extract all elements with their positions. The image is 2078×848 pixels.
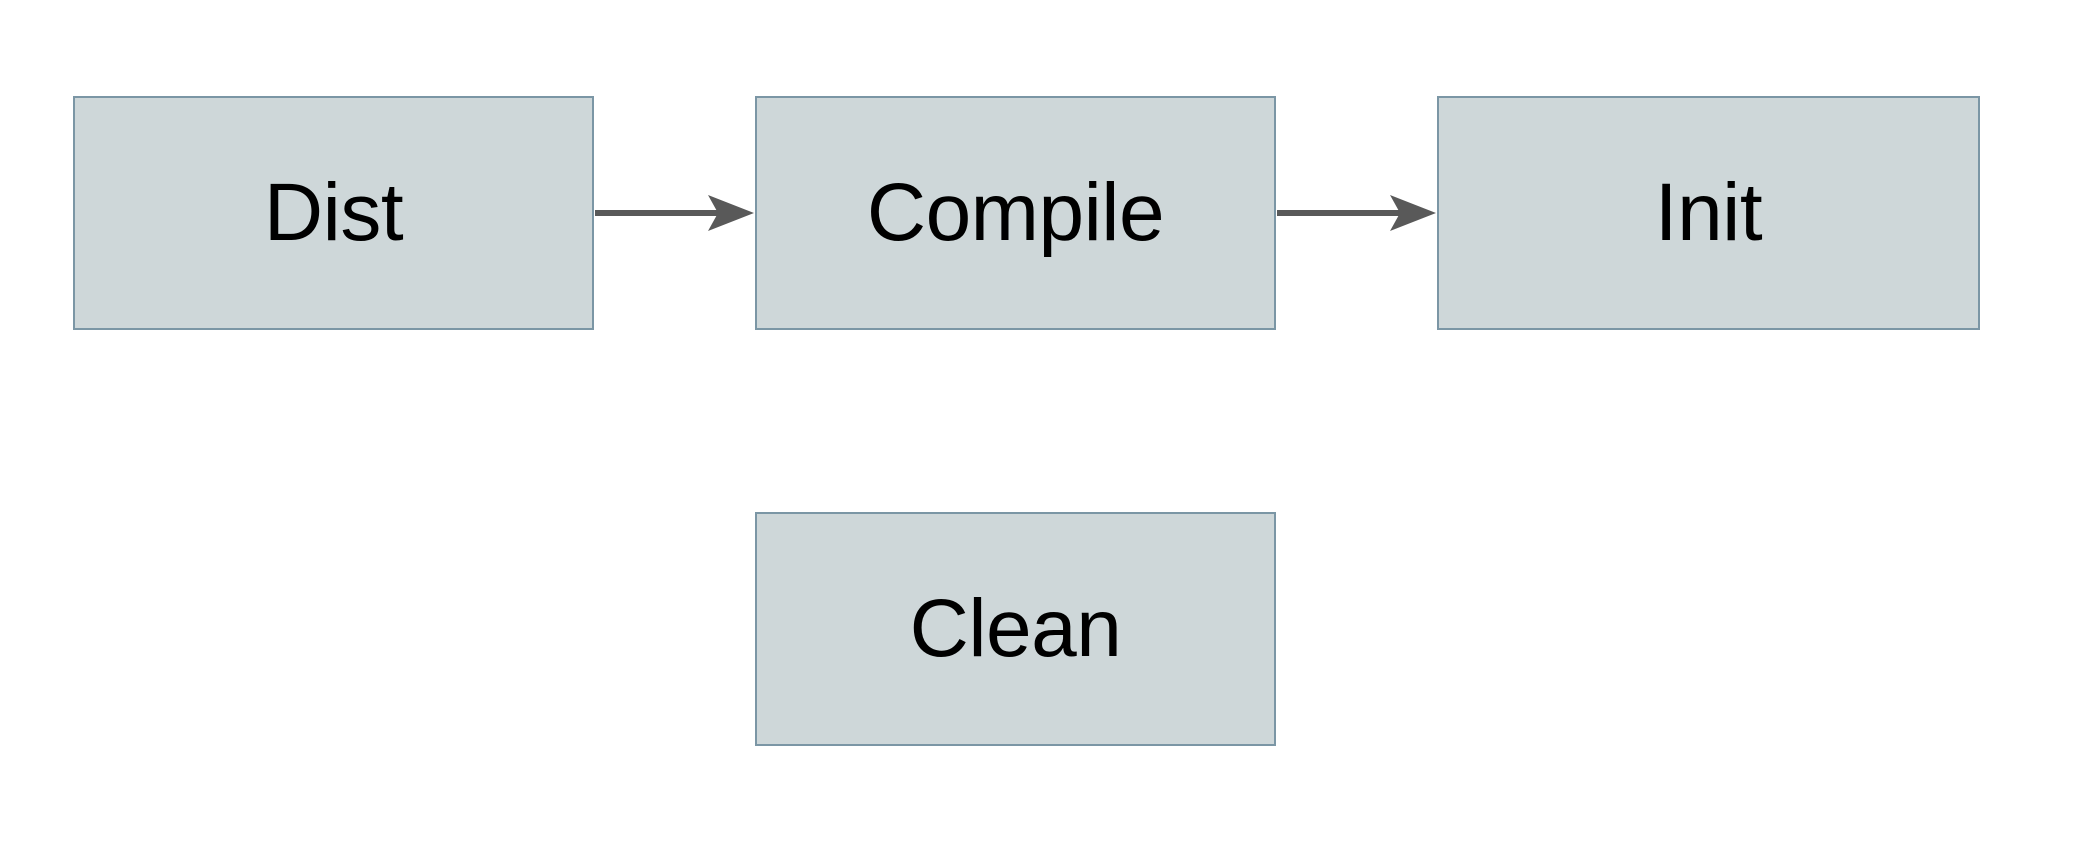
node-label-compile: Compile: [866, 167, 1165, 258]
node-label-dist: Dist: [263, 167, 404, 258]
edge-compile-to-init: [1277, 195, 1436, 231]
node-clean[interactable]: Clean: [755, 512, 1276, 746]
node-init[interactable]: Init: [1437, 96, 1980, 330]
edge-dist-to-compile: [595, 195, 754, 231]
node-dist[interactable]: Dist: [73, 96, 594, 330]
arrowhead-icon: [708, 195, 754, 231]
node-label-clean: Clean: [909, 583, 1122, 674]
arrowhead-icon: [1390, 195, 1436, 231]
node-label-init: Init: [1654, 167, 1763, 258]
node-compile[interactable]: Compile: [755, 96, 1276, 330]
